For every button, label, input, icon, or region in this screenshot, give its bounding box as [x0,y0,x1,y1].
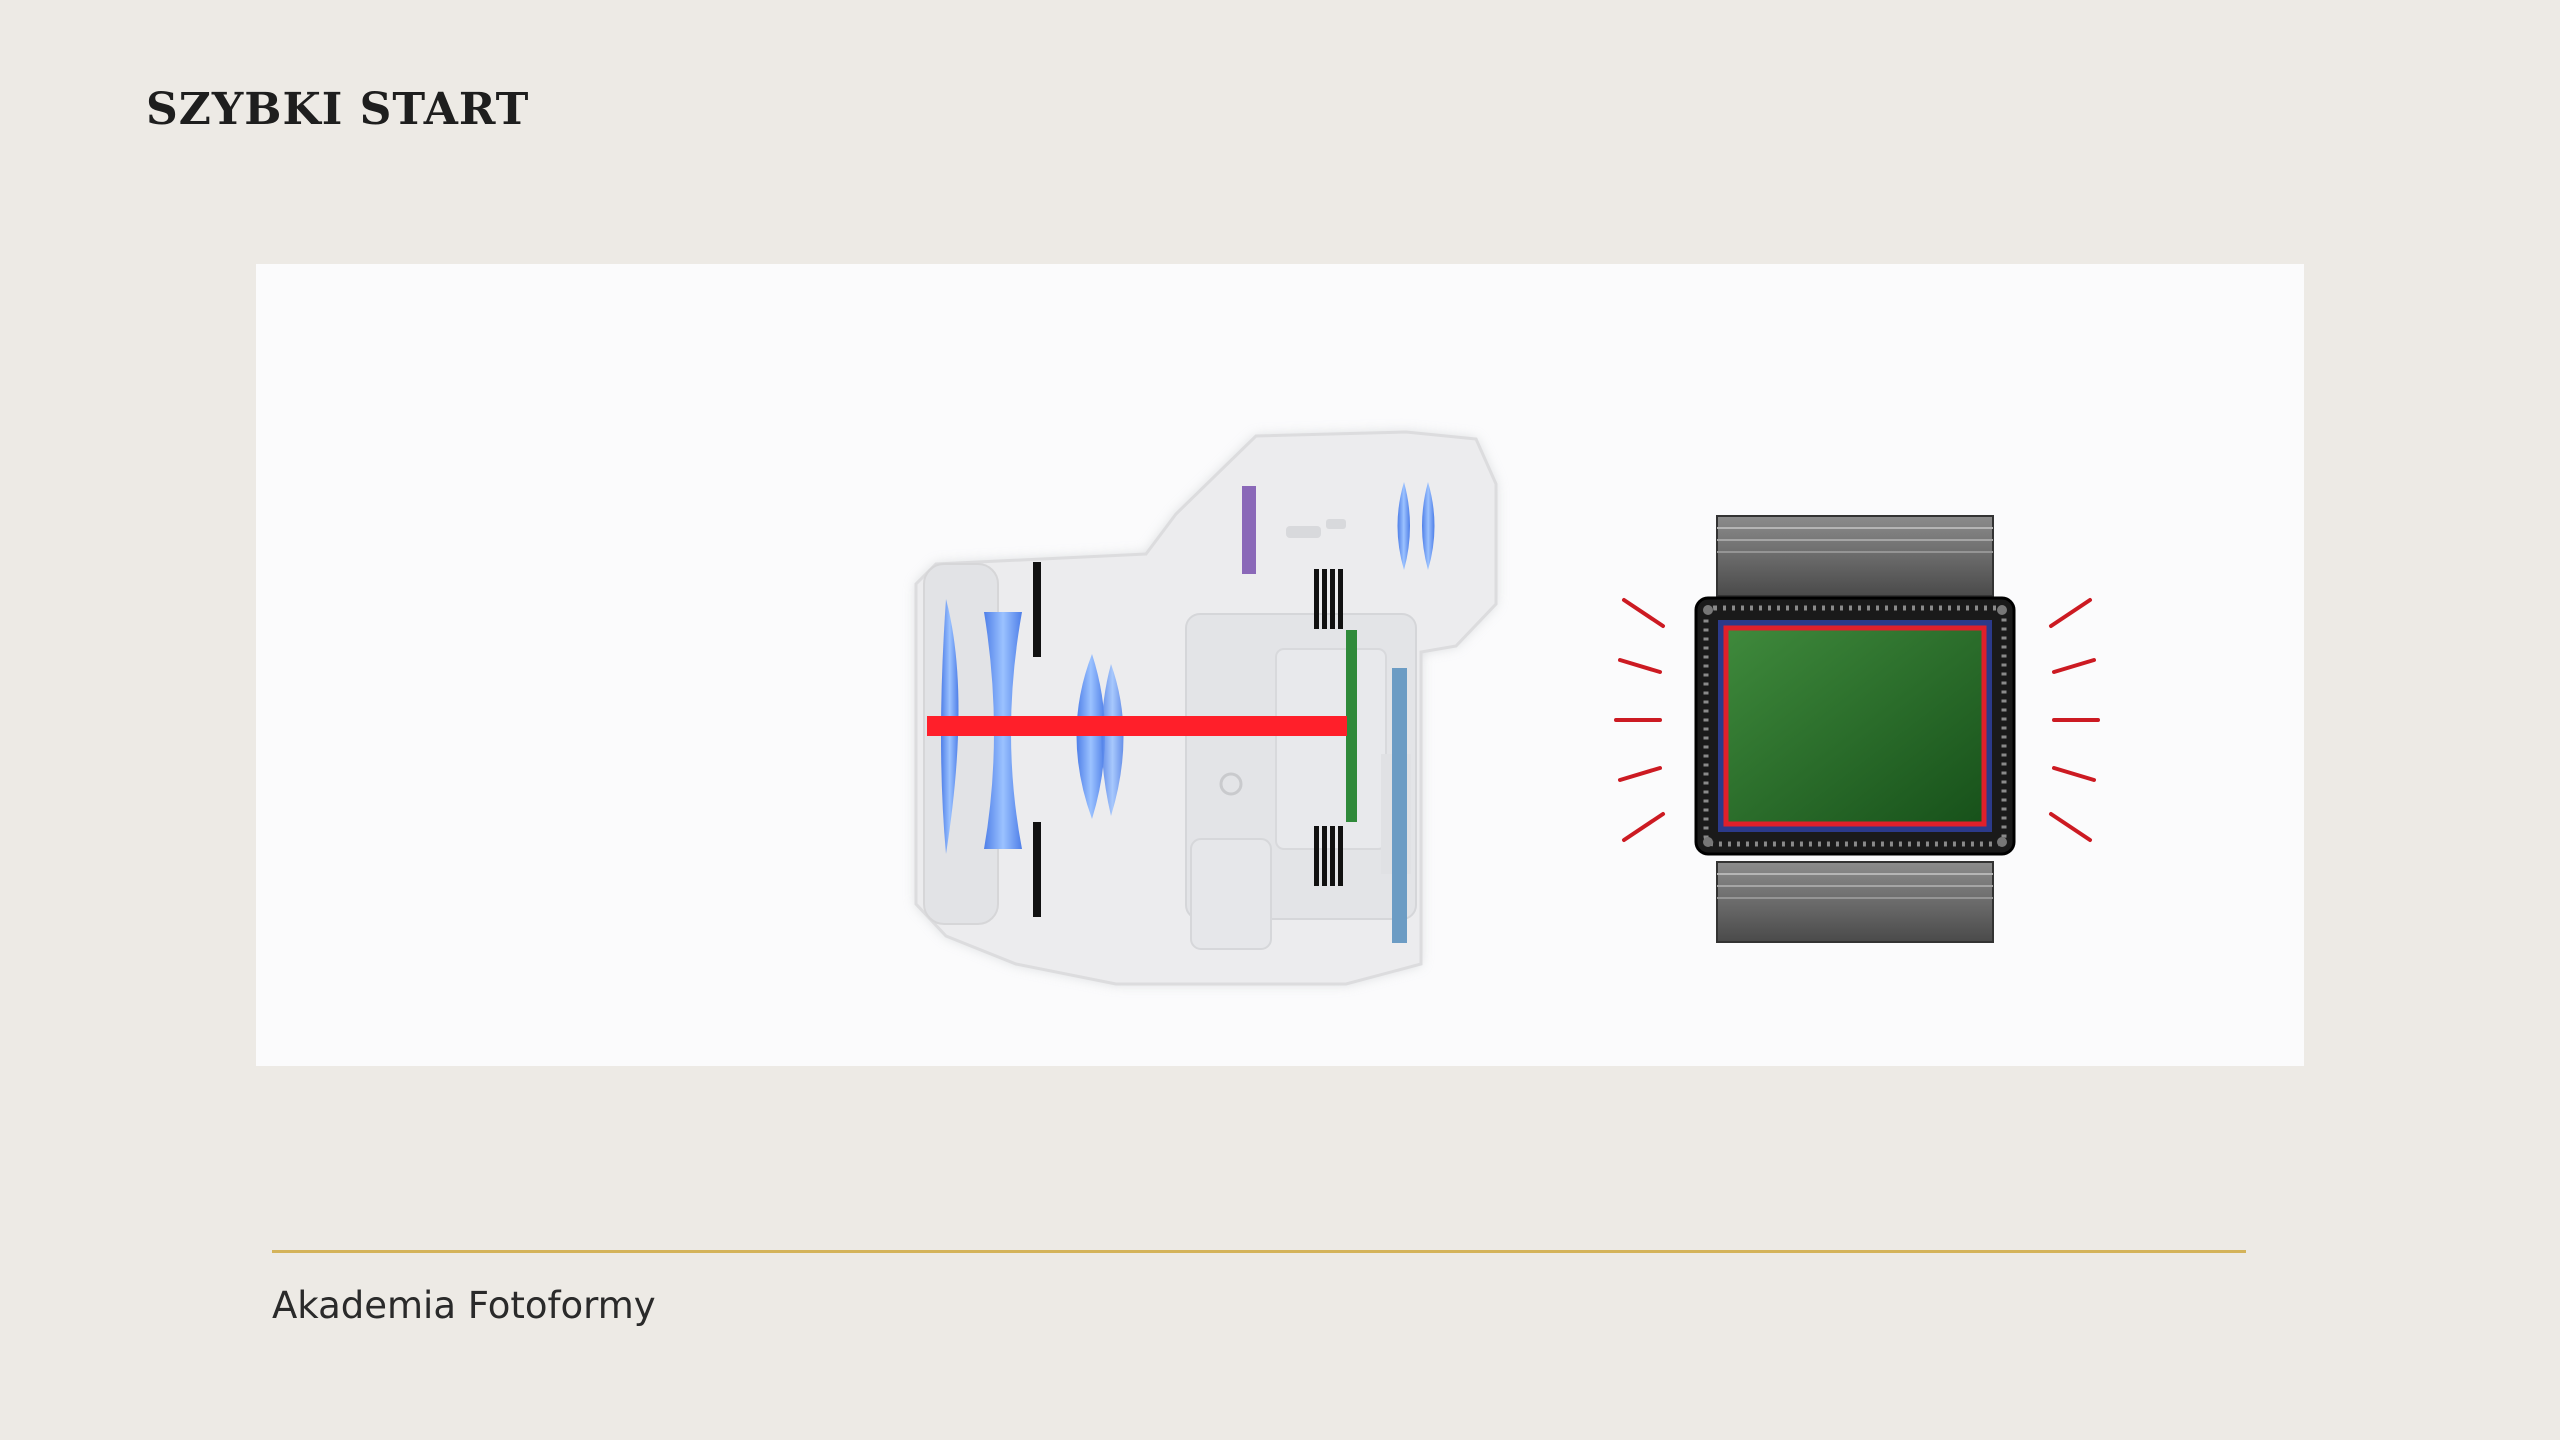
eyepiece-lens [1397,482,1410,570]
footer-divider [272,1250,2246,1253]
image-sensor-chip [1694,515,2016,943]
aperture-upper-blade [1033,562,1041,657]
slide-title: SZYBKI START [146,84,530,135]
viewfinder-prism [1242,486,1256,574]
figure-panel [256,264,2304,1066]
shutter-lower [1314,826,1343,886]
sensor-plane [1346,630,1357,822]
aperture-lower-blade [1033,822,1041,917]
sensor-emission-rays [1614,598,2100,842]
rear-plate [1392,668,1407,943]
light-ray [927,716,1347,736]
camera-sensor-diagram [914,430,2100,986]
shutter-upper [1314,569,1343,629]
camera-cutaway [914,430,1498,986]
middle-lens-element [1076,654,1105,819]
footer-brand: Akademia Fotoformy [272,1284,656,1327]
